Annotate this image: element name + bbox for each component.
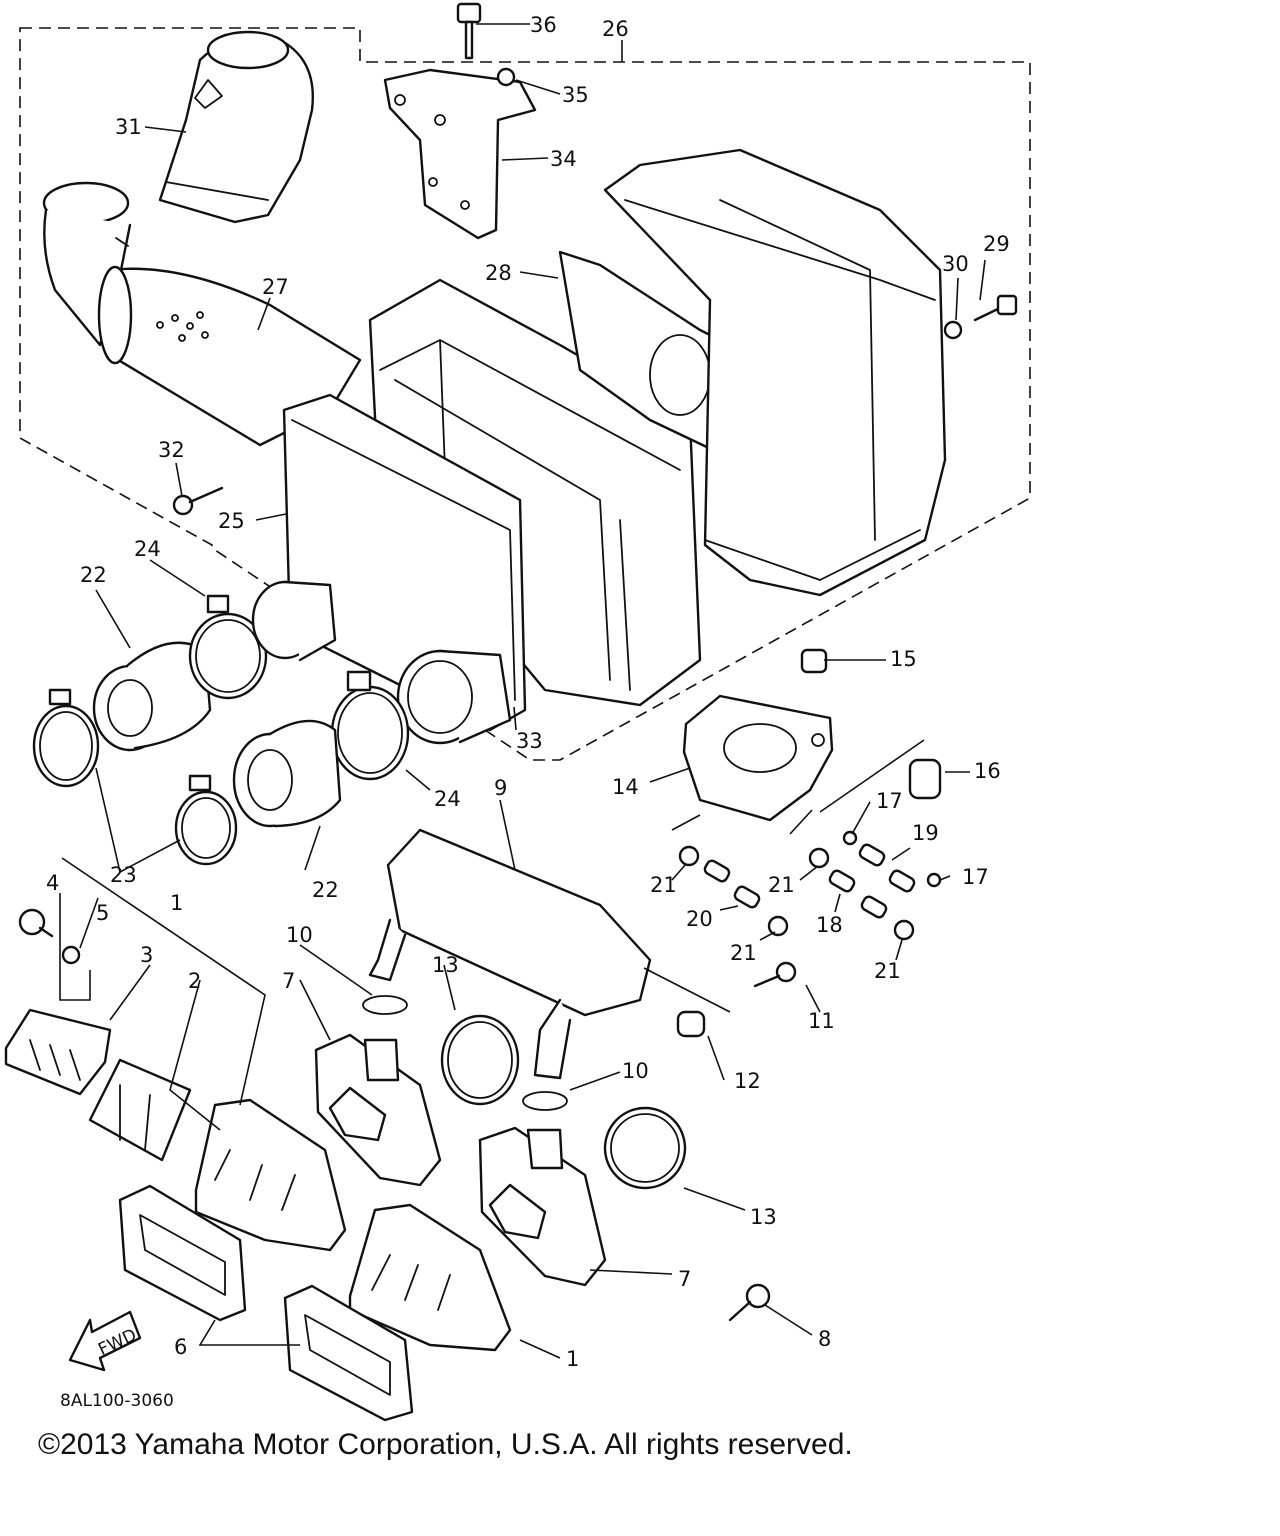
callout-1-upper: 1 <box>170 891 183 915</box>
copyright-notice: ©2013 Yamaha Motor Corporation, U.S.A. A… <box>38 1428 853 1461</box>
callout-labels: 36 26 35 34 31 28 27 29 30 32 25 24 22 3… <box>46 13 1010 1371</box>
part-22-joint-upper <box>92 641 212 752</box>
callout-21-a: 21 <box>650 873 677 897</box>
fuel-fittings <box>678 830 942 941</box>
callout-30: 30 <box>942 252 969 276</box>
callout-24-lower: 24 <box>434 787 461 811</box>
callout-24-upper: 24 <box>134 537 161 561</box>
callout-33: 33 <box>516 729 543 753</box>
callout-20: 20 <box>686 907 713 931</box>
part-6-gasket-lower <box>283 1284 414 1422</box>
callout-10-lower: 10 <box>622 1059 649 1083</box>
callout-36: 36 <box>530 13 557 37</box>
callout-22-upper: 22 <box>80 563 107 587</box>
part-8-bolt <box>728 1283 771 1322</box>
part-outer-cover <box>603 148 947 597</box>
part-1-reed-block-lower <box>348 1203 512 1352</box>
part-5-washer <box>61 945 81 965</box>
part-30-washer <box>943 320 963 340</box>
callout-32: 32 <box>158 438 185 462</box>
assembly-boundary-25 <box>19 27 1031 761</box>
callout-4: 4 <box>46 871 59 895</box>
callout-5: 5 <box>96 901 109 925</box>
callout-14: 14 <box>612 775 639 799</box>
part-11-bolt <box>753 961 797 988</box>
part-24-clamp-upper <box>188 594 268 700</box>
callout-3: 3 <box>140 943 153 967</box>
part-7-manifold-upper <box>314 1033 442 1187</box>
part-2-reed-petal <box>88 1058 192 1162</box>
part-1-reed-block-upper <box>194 1098 347 1252</box>
part-13-clamp-upper <box>440 1014 520 1106</box>
part-10-oring-upper <box>362 995 408 1015</box>
part-10-oring-lower <box>522 1091 568 1111</box>
part-16-sleeve <box>908 758 942 800</box>
callout-27: 27 <box>262 275 289 299</box>
part-23-clamp-right <box>174 774 238 866</box>
callout-11: 11 <box>808 1009 835 1033</box>
callout-25: 26 <box>602 17 629 41</box>
callout-17-upper: 17 <box>876 789 903 813</box>
part-27-intake-duct <box>42 181 362 447</box>
part-6-gasket-upper <box>118 1184 247 1322</box>
callout-35: 35 <box>562 83 589 107</box>
part-14-fuel-pump <box>682 694 834 822</box>
callout-2: 2 <box>188 969 201 993</box>
part-code: 8AL100-3060 <box>60 1391 174 1411</box>
part-9-intake-silencer <box>368 828 652 1080</box>
callout-17-lower: 17 <box>962 865 989 889</box>
part-35-nut <box>496 67 516 87</box>
callout-12: 12 <box>734 1069 761 1093</box>
part-4-bolt <box>18 908 54 938</box>
part-inlet-port-upper <box>251 580 337 662</box>
part-23-clamp-left <box>32 688 100 788</box>
callout-26: 25 <box>218 509 245 533</box>
part-29-bolt <box>973 294 1018 322</box>
callout-23: 23 <box>110 863 137 887</box>
fwd-arrow-icon: FWD <box>68 1310 142 1372</box>
part-32-bolt <box>172 486 224 516</box>
part-24-clamp-lower <box>330 670 410 781</box>
callout-13-lower: 13 <box>750 1205 777 1229</box>
part-36-bolt <box>456 2 482 60</box>
leader-lines <box>59 23 986 1359</box>
part-34-bracket <box>383 68 537 240</box>
callout-21-b: 21 <box>768 873 795 897</box>
callout-19: 19 <box>912 821 939 845</box>
part-7-manifold-lower <box>478 1126 607 1287</box>
part-31-elbow-duct <box>158 30 314 224</box>
callout-31: 31 <box>115 115 142 139</box>
callout-34: 34 <box>550 147 577 171</box>
callout-6: 6 <box>174 1335 187 1359</box>
part-12-grommet <box>676 1010 706 1038</box>
callout-29: 29 <box>983 232 1010 256</box>
callout-9: 9 <box>494 776 507 800</box>
part-15-cap-nut <box>800 648 828 674</box>
callout-22-lower: 22 <box>312 878 339 902</box>
callout-21-d: 21 <box>874 959 901 983</box>
part-3-reed-stopper <box>4 1008 112 1096</box>
callout-16: 16 <box>974 759 1001 783</box>
callout-18: 18 <box>816 913 843 937</box>
callout-15: 15 <box>890 647 917 671</box>
callout-13-upper: 13 <box>432 953 459 977</box>
callout-1-lower: 1 <box>566 1347 579 1371</box>
part-inlet-port-lower <box>396 649 512 745</box>
callout-28: 28 <box>485 261 512 285</box>
callout-8: 8 <box>818 1327 831 1351</box>
callout-7-lower: 7 <box>678 1267 691 1291</box>
callout-21-c: 21 <box>730 941 757 965</box>
part-13-clamp-lower <box>603 1106 687 1190</box>
callout-10-upper: 10 <box>286 923 313 947</box>
part-22-joint-lower <box>232 719 342 828</box>
callout-7-upper: 7 <box>282 969 295 993</box>
